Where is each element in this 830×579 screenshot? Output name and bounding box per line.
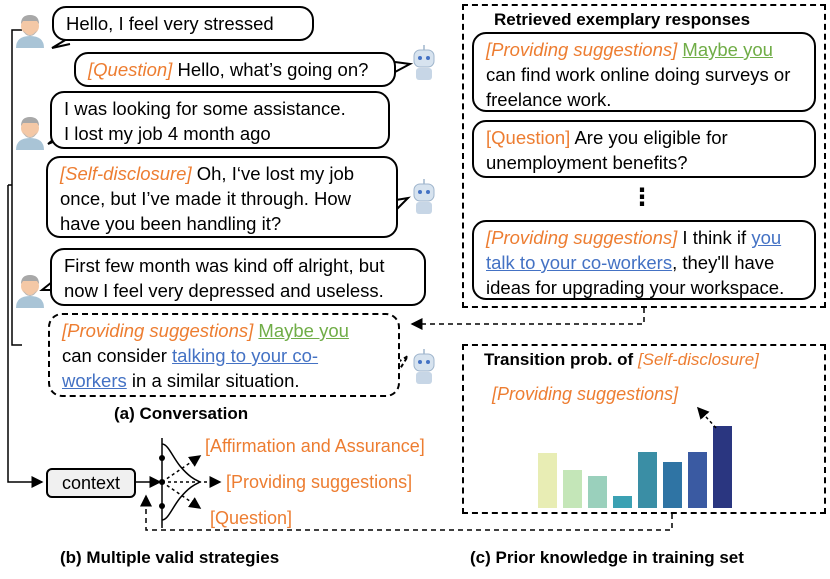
- strategy-distribution: [136, 438, 222, 528]
- user-turn-3: First few month was kind off alright, bu…: [50, 248, 426, 306]
- conversation-bracket: [7, 29, 44, 488]
- highlight-arrow: [696, 406, 717, 429]
- strategy-tag: [Providing suggestions]: [486, 39, 678, 60]
- bar-1: [538, 453, 557, 508]
- ellipsis: ⋮: [630, 184, 654, 211]
- bar-2: [563, 470, 582, 508]
- context-box: context: [46, 468, 136, 498]
- user-turn-1: Hello, I feel very stressed: [52, 6, 314, 41]
- bar-6: [663, 462, 682, 508]
- distribution-dots: [159, 455, 165, 509]
- prior-panel: [462, 344, 826, 514]
- prior-title: Transition prob. of [Self-disclosure]: [484, 350, 759, 369]
- exemplar-3: [Providing suggestions] I think if you t…: [472, 220, 816, 300]
- retrieval-arrow: [410, 308, 645, 330]
- strategy-option-question: [Question]: [210, 508, 293, 528]
- exemplar-1: [Providing suggestions] Maybe you can fi…: [472, 32, 816, 112]
- generated-response: [Providing suggestions] Maybe you can co…: [48, 313, 400, 397]
- bar-3: [588, 476, 607, 508]
- user-turn-2: I was looking for some assistance. I los…: [50, 91, 390, 149]
- exemplars-title: Retrieved exemplary responses: [494, 10, 751, 29]
- strategy-tag: [Self-disclosure]: [60, 163, 192, 184]
- bot-turn-1: [Question] Hello, what’s going on?: [74, 52, 396, 87]
- caption-strategies: (b) Multiple valid strategies: [60, 548, 280, 567]
- user-avatar-icon: [16, 117, 44, 150]
- robot-avatar-icon: [413, 45, 435, 80]
- strategy-tag: [Question]: [486, 127, 571, 148]
- exemplars-panel: [462, 4, 826, 308]
- strategy-option-suggestions: [Providing suggestions]: [226, 472, 413, 492]
- bar-8: [713, 426, 732, 508]
- user-avatar-icon: [16, 15, 44, 48]
- bar-4: [613, 496, 632, 508]
- strategy-option-affirmation: [Affirmation and Assurance]: [205, 436, 425, 456]
- strategy-tag: [Providing suggestions]: [62, 320, 254, 341]
- exemplar-2: [Question] Are you eligible for unemploy…: [472, 120, 816, 178]
- user-avatar-icon: [16, 275, 44, 308]
- caption-prior: (c) Prior knowledge in training set: [470, 548, 744, 567]
- strategy-tag: [Providing suggestions]: [486, 227, 678, 248]
- bar-5: [638, 452, 657, 508]
- strategy-tag: [Question]: [88, 59, 173, 80]
- robot-avatar-icon: [413, 179, 435, 214]
- robot-avatar-icon: [413, 349, 435, 384]
- transition-bar-chart: [538, 426, 732, 508]
- prior-arrow-label: [Providing suggestions]: [492, 384, 679, 404]
- bar-7: [688, 452, 707, 508]
- bot-turn-2: [Self-disclosure] Oh, I‘ve lost my job o…: [46, 156, 398, 238]
- caption-conversation: (a) Conversation: [114, 404, 249, 423]
- prior-arrow: [140, 494, 673, 531]
